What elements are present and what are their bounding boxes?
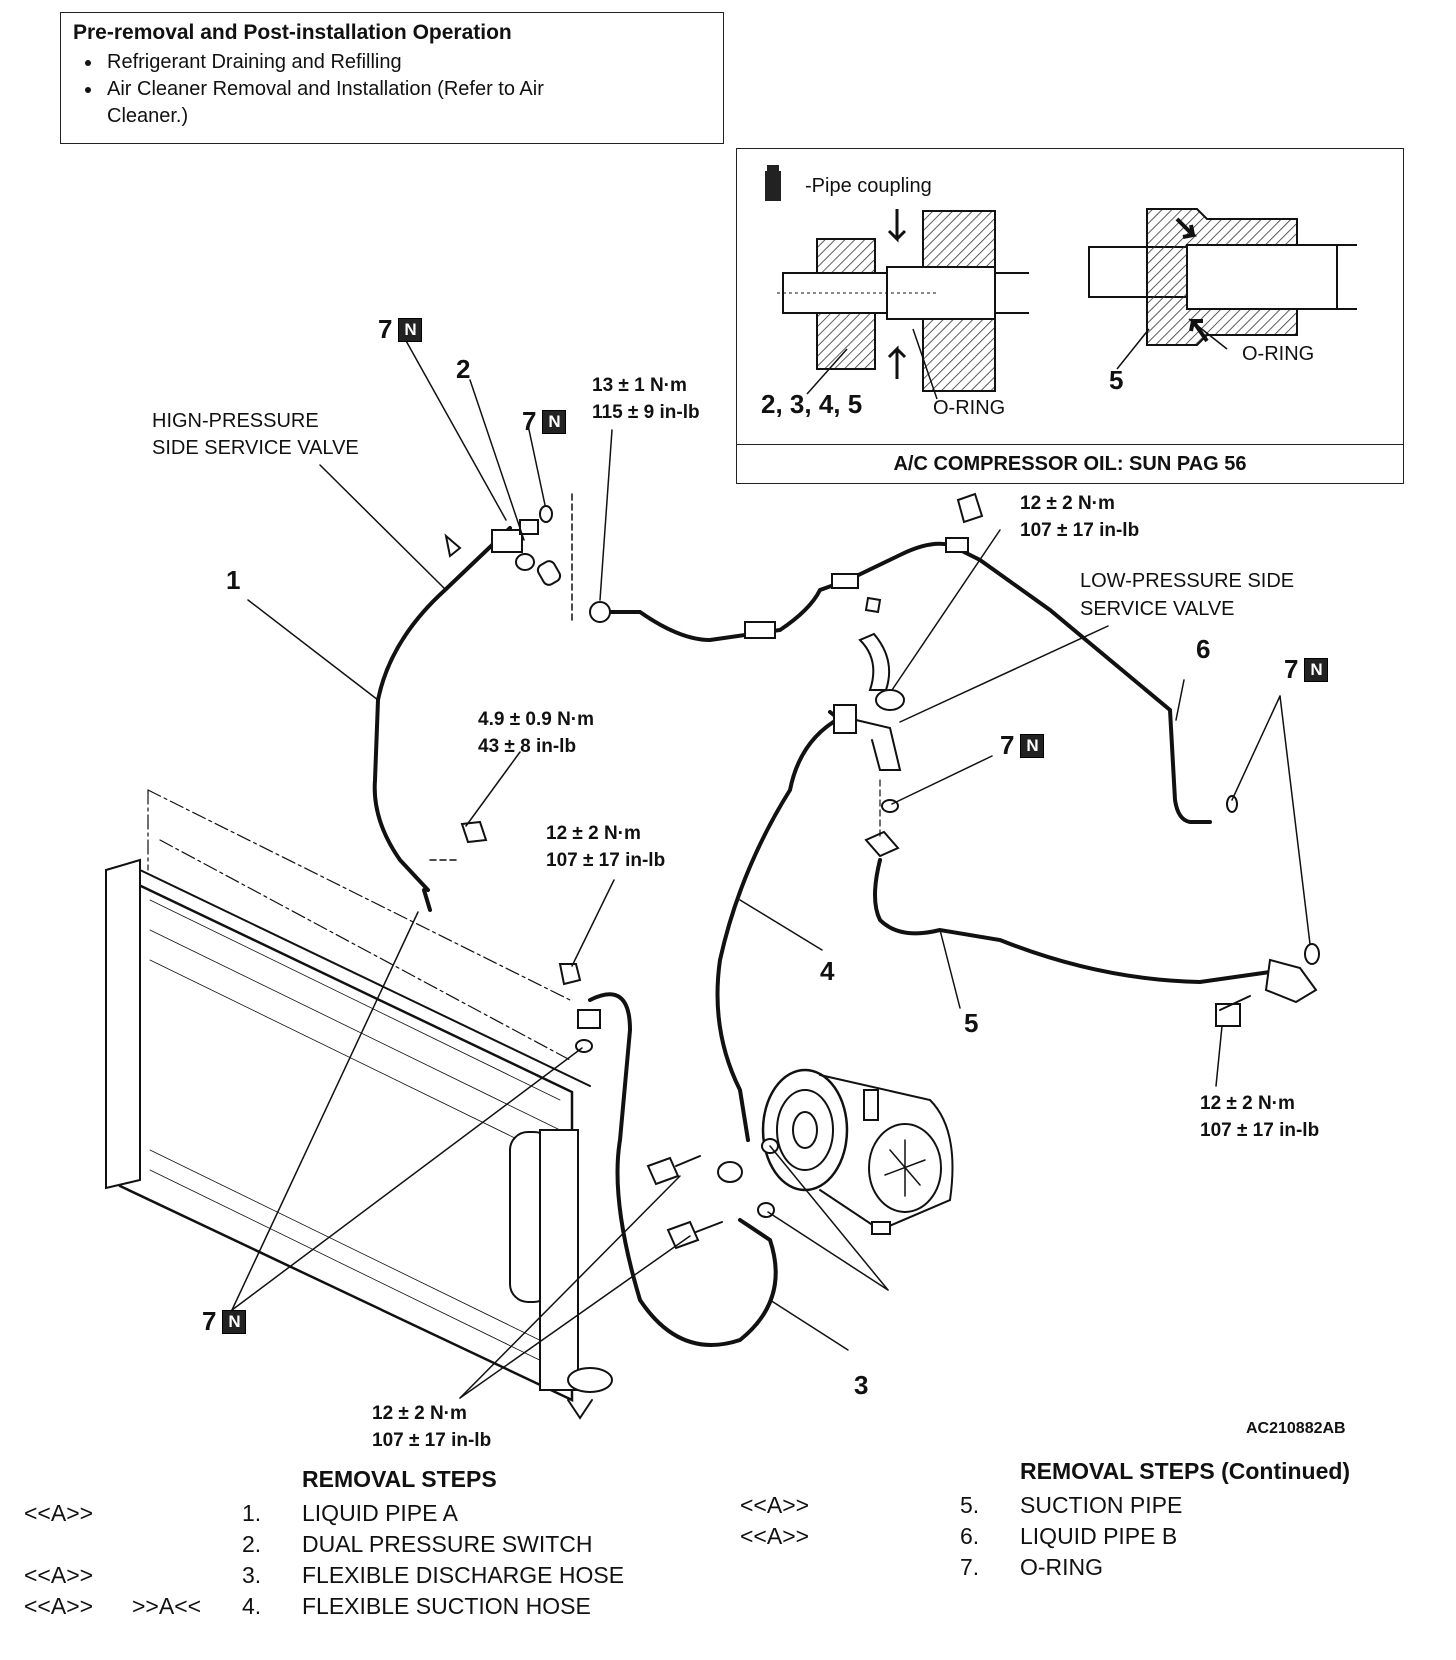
- callout-5: 5: [964, 1008, 979, 1038]
- torque-metric: 13 ± 1 N·m: [592, 375, 687, 396]
- pre-removal-item: Refrigerant Draining and Refilling: [103, 49, 711, 76]
- receiver-drier: [509, 1129, 613, 1420]
- flexible-discharge-hose: [575, 992, 778, 1347]
- torque-imperial: 107 ± 17 in-lb: [372, 1430, 492, 1451]
- step-number: 1.: [242, 1500, 262, 1526]
- torque-metric: 12 ± 2 N·m: [1200, 1093, 1295, 1114]
- left-parts-label: 2, 3, 4, 5: [761, 389, 863, 419]
- n-mark-icon: N: [222, 1310, 247, 1334]
- torque-spec: 4.9 ± 0.9 N·m 43 ± 8 in-lb: [478, 706, 594, 760]
- torque-spec: 13 ± 1 N·m 115 ± 9 in-lb: [592, 372, 700, 426]
- n-mark-icon: N: [1020, 734, 1045, 758]
- torque-spec: 12 ± 2 N·m 107 ± 17 in-lb: [1020, 490, 1139, 544]
- step-text: O-RING: [1020, 1554, 1104, 1580]
- step-text: SUCTION PIPE: [1020, 1492, 1183, 1518]
- step-text: LIQUID PIPE A: [302, 1500, 458, 1526]
- pipe-clamp: [858, 596, 905, 711]
- compressor-oil-note: A/C COMPRESSOR OIL: SUN PAG 56: [737, 444, 1403, 483]
- callout-2: 2: [456, 354, 471, 384]
- coupling-detail-box: -Pipe coupling O-RING O-RING 2, 3, 4, 5 …: [736, 148, 1404, 484]
- torque-metric: 12 ± 2 N·m: [1020, 493, 1115, 514]
- ac-compressor: [717, 1068, 954, 1235]
- step-mark: <<A>>: [740, 1523, 810, 1549]
- step-text: LIQUID PIPE B: [1020, 1523, 1178, 1549]
- torque-imperial: 43 ± 8 in-lb: [478, 736, 577, 757]
- pre-removal-item: Air Cleaner Removal and Installation (Re…: [103, 76, 711, 130]
- torque-spec: 12 ± 2 N·m 107 ± 17 in-lb: [546, 820, 665, 874]
- low-pressure-valve-label-1: LOW-PRESSURE SIDE: [1080, 570, 1295, 592]
- step-number: 3.: [242, 1562, 262, 1588]
- liquid-pipe-b: [589, 492, 1238, 824]
- torque-imperial: 115 ± 9 in-lb: [592, 402, 700, 423]
- step-number: 2.: [242, 1531, 262, 1557]
- step-mark-2: >>A<<: [132, 1593, 202, 1619]
- step-mark: <<A>>: [740, 1492, 810, 1518]
- torque-metric: 4.9 ± 0.9 N·m: [478, 709, 595, 730]
- callout-7-number: 7: [1284, 654, 1299, 684]
- callout-4: 4: [820, 956, 835, 986]
- figure-code: AC210882AB: [1246, 1420, 1346, 1437]
- step-text: FLEXIBLE SUCTION HOSE: [302, 1593, 591, 1619]
- torque-spec: 12 ± 2 N·m 107 ± 17 in-lb: [372, 1400, 491, 1454]
- removal-steps-title: REMOVAL STEPS: [302, 1466, 497, 1492]
- step-mark: <<A>>: [24, 1562, 94, 1588]
- callout-7-number: 7: [1000, 730, 1015, 760]
- dual-pressure-switch: [444, 505, 562, 586]
- high-pressure-valve-label-1: HIGN-PRESSURE: [152, 410, 319, 432]
- torque-imperial: 107 ± 17 in-lb: [1200, 1120, 1320, 1141]
- pre-removal-box: Pre-removal and Post-installation Operat…: [60, 12, 724, 144]
- mounting-bolts: [460, 820, 1251, 1250]
- callout-7-number: 7: [202, 1306, 217, 1336]
- leader-lines: [231, 329, 1311, 1399]
- callout-3: 3: [854, 1370, 869, 1400]
- left-coupling-section: [777, 209, 1029, 400]
- step-number: 7.: [960, 1554, 980, 1580]
- pipe-coupling-label: -Pipe coupling: [805, 175, 932, 197]
- condenser: [105, 789, 591, 1402]
- step-mark: <<A>>: [24, 1593, 94, 1619]
- removal-steps-continued-title: REMOVAL STEPS (Continued): [1020, 1458, 1351, 1484]
- right-oring-label: O-RING: [1242, 343, 1315, 365]
- pre-removal-list: Refrigerant Draining and Refilling Air C…: [73, 49, 711, 130]
- torque-imperial: 107 ± 17 in-lb: [546, 850, 666, 871]
- right-coupling-section: [1088, 208, 1357, 370]
- step-number: 6.: [960, 1523, 980, 1549]
- callout-1: 1: [226, 565, 241, 595]
- step-number: 4.: [242, 1593, 262, 1619]
- coupling-detail-drawing: [765, 165, 1357, 400]
- step-mark: <<A>>: [24, 1500, 94, 1526]
- n-mark-icon: N: [398, 318, 423, 342]
- torque-spec: 12 ± 2 N·m 107 ± 17 in-lb: [1200, 1090, 1319, 1144]
- torque-metric: 12 ± 2 N·m: [546, 823, 641, 844]
- suction-pipe: [864, 779, 1320, 1027]
- pipe-coupling-icon: [765, 165, 781, 201]
- n-mark-icon: N: [1304, 658, 1329, 682]
- low-pressure-valve-label-2: SERVICE VALVE: [1080, 598, 1235, 620]
- right-part-label: 5: [1109, 365, 1124, 395]
- torque-imperial: 107 ± 17 in-lb: [1020, 520, 1140, 541]
- step-number: 5.: [960, 1492, 980, 1518]
- callout-6: 6: [1196, 634, 1211, 664]
- n-mark-icon: N: [542, 410, 567, 434]
- callout-7-number: 7: [378, 314, 393, 344]
- step-text: FLEXIBLE DISCHARGE HOSE: [302, 1562, 625, 1588]
- pre-removal-title: Pre-removal and Post-installation Operat…: [73, 21, 512, 44]
- torque-metric: 12 ± 2 N·m: [372, 1403, 467, 1424]
- step-text: DUAL PRESSURE SWITCH: [302, 1531, 593, 1557]
- high-pressure-valve-label-2: SIDE SERVICE VALVE: [152, 437, 359, 459]
- left-oring-label: O-RING: [933, 397, 1006, 419]
- flexible-suction-hose: [715, 704, 902, 1142]
- callout-7-number: 7: [522, 406, 537, 436]
